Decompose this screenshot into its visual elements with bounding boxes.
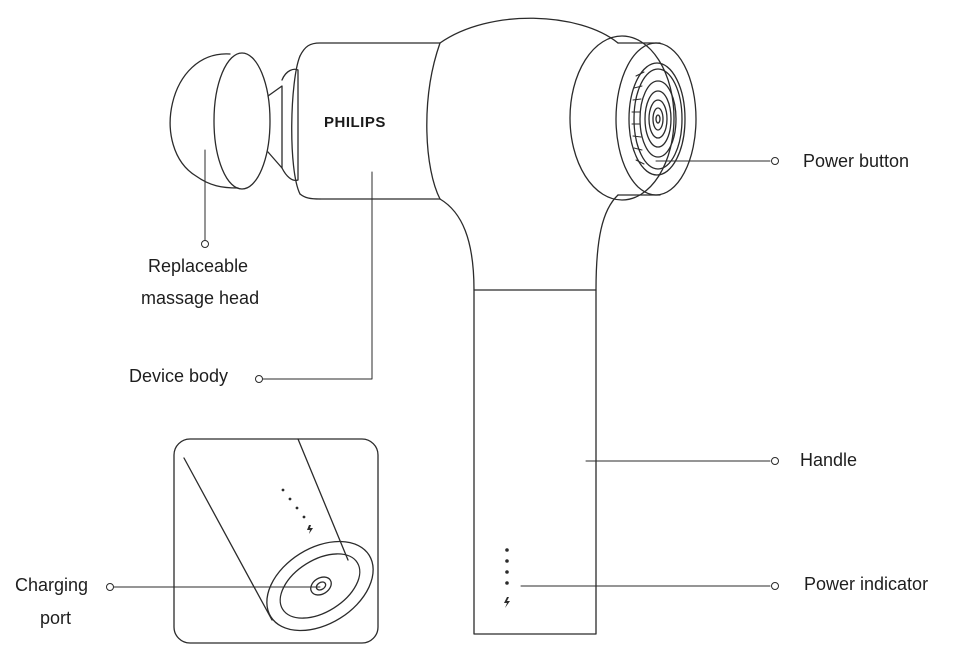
label-power-indicator: Power indicator <box>804 574 929 594</box>
massage-head <box>169 52 283 190</box>
callout-lines <box>106 149 779 591</box>
label-massage-head-line2: massage head <box>141 288 260 308</box>
label-charging-port-line1: Charging <box>15 575 89 595</box>
handle <box>473 289 597 635</box>
power-indicator-dots <box>504 548 510 608</box>
label-power-button: Power button <box>803 151 910 171</box>
label-device-body: Device body <box>129 366 229 386</box>
label-charging-port-line2: port <box>40 608 72 628</box>
device-body: PHILIPS <box>291 42 441 200</box>
housing <box>426 17 619 291</box>
label-handle: Handle <box>800 450 858 470</box>
shaft-connector <box>281 68 299 182</box>
label-massage-head-line1: Replaceable <box>148 256 249 276</box>
brand-logo: PHILIPS <box>324 114 386 131</box>
charging-port-inset <box>173 438 379 644</box>
power-button-cap <box>569 35 697 201</box>
